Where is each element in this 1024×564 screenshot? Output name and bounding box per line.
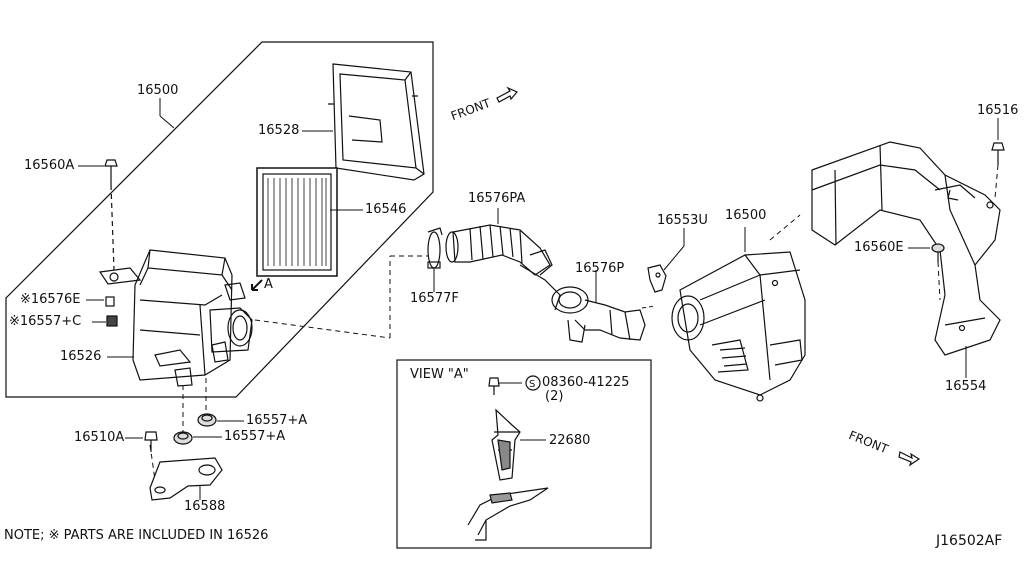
bolt-16560a (104, 159, 118, 271)
label-arrow-a: A (264, 277, 273, 292)
bracket-16553u (647, 228, 685, 293)
mount-16557a (173, 413, 217, 445)
diagram-id: J16502AF (936, 533, 1003, 549)
label-16516: 16516 (977, 103, 1019, 118)
label-16576p: 16576P (575, 261, 625, 276)
label-16553u: 16553U (657, 213, 708, 228)
label-16588: 16588 (184, 499, 226, 514)
grommet-16576e (105, 296, 115, 307)
bolt-16510a (144, 431, 158, 452)
label-bolt-code: 08360-41225 (542, 375, 630, 390)
air-filter-part (256, 167, 338, 277)
label-bolt-qty: (2) (545, 389, 564, 404)
view-a-box (396, 359, 652, 549)
front-arrow-upper (496, 86, 518, 103)
label-16576pa: 16576PA (468, 191, 526, 206)
label-16554: 16554 (945, 379, 987, 394)
label-16500-left: 16500 (137, 83, 179, 98)
air-cleaner-assembly-right (671, 214, 806, 402)
filter-cover-part (328, 63, 425, 181)
intake-duct-16576pa (445, 208, 553, 276)
circled-s-icon (525, 375, 541, 391)
label-16557a-lower: 16557+A (224, 429, 286, 444)
resonator-16576p (519, 264, 656, 343)
label-16577f: 16577F (410, 291, 459, 306)
label-16576e: ※16576E (20, 292, 81, 307)
air-cleaner-case-part (98, 249, 253, 387)
view-a-contents (467, 375, 549, 541)
label-16560e: 16560E (854, 240, 904, 255)
label-16557a-upper: 16557+A (246, 413, 308, 428)
bolt-16516 (991, 118, 1005, 199)
assembly-frame (5, 41, 434, 398)
grommet-16560e (908, 243, 945, 301)
label-16526: 16526 (60, 349, 102, 364)
bracket-16588 (149, 457, 223, 501)
front-arrow-lower (898, 451, 921, 467)
label-16528: 16528 (258, 123, 300, 138)
note-text: NOTE; ※ PARTS ARE INCLUDED IN 16526 (4, 528, 269, 543)
air-duct-16554 (811, 141, 1001, 356)
label-16500-right: 16500 (725, 208, 767, 223)
label-22680: 22680 (549, 433, 591, 448)
label-16546: 16546 (365, 202, 407, 217)
label-16510a: 16510A (74, 430, 125, 445)
label-view-a: VIEW "A" (410, 367, 469, 382)
svg-text:S: S (529, 379, 535, 390)
clamp-16577f (427, 227, 443, 292)
label-16560a: 16560A (24, 158, 75, 173)
label-16557c: ※16557+C (9, 314, 82, 329)
grommet-16557c (106, 315, 118, 327)
